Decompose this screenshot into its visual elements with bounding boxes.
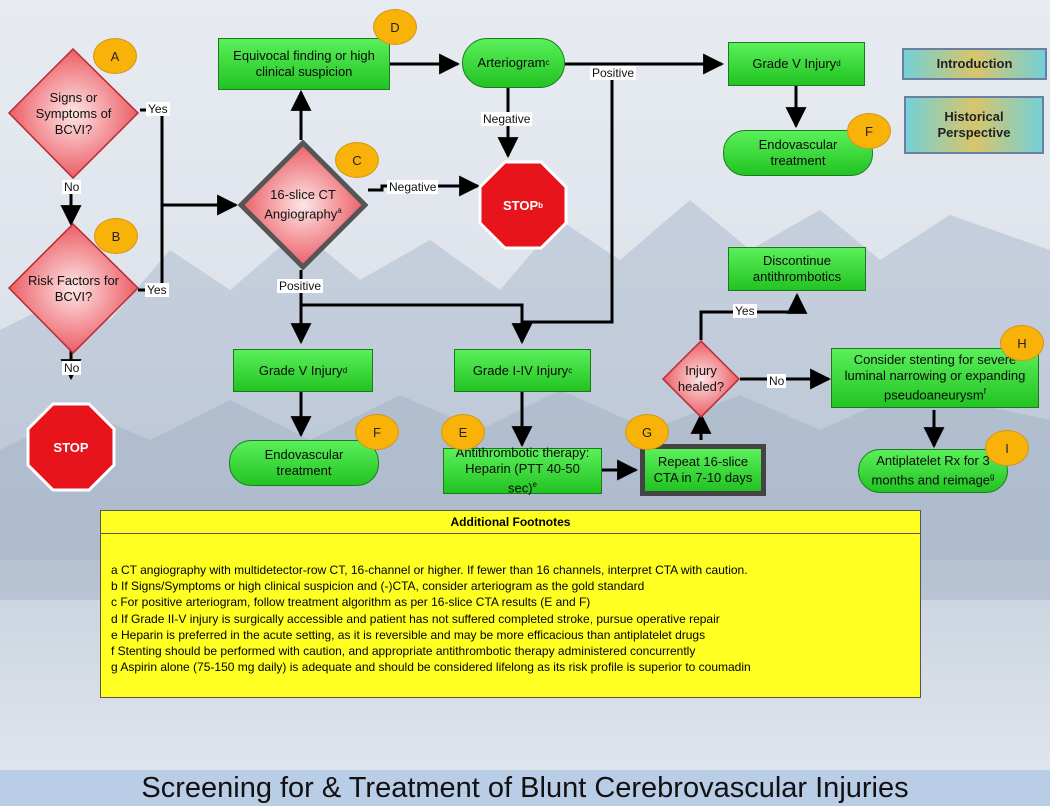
endovascular-top-box: Endovascular treatment bbox=[723, 130, 873, 176]
cta-decision: 16-slice CT Angiographya bbox=[238, 140, 368, 270]
letter-badge-i: I bbox=[985, 430, 1029, 466]
letter-badge-b: B bbox=[94, 218, 138, 254]
footnote-d: d If Grade II-V injury is surgically acc… bbox=[111, 611, 720, 626]
footnote-b: b If Signs/Symptoms or high clinical sus… bbox=[111, 579, 645, 594]
endovascular-left-box: Endovascular treatment bbox=[229, 440, 379, 486]
negative-label: Negative bbox=[481, 112, 533, 126]
equivocal-box: Equivocal finding or high clinical suspi… bbox=[218, 38, 390, 90]
footnotes-title: Additional Footnotes bbox=[101, 511, 920, 534]
risk-factors-decision: Risk Factors for BCVI? bbox=[7, 222, 140, 355]
letter-badge-h: H bbox=[1000, 325, 1044, 361]
antithrombotic-box: Antithrombotic therapy: Heparin (PTT 40-… bbox=[443, 445, 602, 496]
footnotes-list: a CT angiography with multidetector-row … bbox=[111, 562, 920, 675]
stop-sign-icon bbox=[26, 402, 116, 492]
yes-label: Yes bbox=[733, 304, 757, 318]
stop-sign: STOP bbox=[26, 402, 116, 492]
letter-badge-a: A bbox=[93, 38, 137, 74]
positive-label: Positive bbox=[590, 66, 637, 80]
diamond-shape bbox=[662, 340, 740, 418]
no-label: No bbox=[62, 361, 82, 375]
signs-symptoms-decision: Signs or Symptoms of BCVI? bbox=[7, 47, 140, 180]
letter-badge-g: G bbox=[625, 414, 669, 450]
diamond-shape bbox=[7, 222, 140, 355]
footnote-g: g Aspirin alone (75-150 mg daily) is ade… bbox=[111, 660, 751, 675]
footnote-f: f Stenting should be performed with caut… bbox=[111, 644, 696, 659]
positive-label: Positive bbox=[277, 279, 324, 293]
footnote-e: e Heparin is preferred in the acute sett… bbox=[111, 627, 706, 642]
signs-symptoms-label: Signs or Symptoms of BCVI? bbox=[35, 89, 112, 137]
letter-badge-f-left: F bbox=[355, 414, 399, 450]
stop-label: STOP bbox=[502, 197, 539, 213]
negative-label: Negative bbox=[387, 180, 439, 194]
injury-healed-decision: Injury healed? bbox=[662, 340, 740, 418]
footnote-a: a CT angiography with multidetector-row … bbox=[111, 563, 748, 577]
diamond-shape bbox=[7, 47, 140, 180]
page-title: Screening for & Treatment of Blunt Cereb… bbox=[0, 770, 1050, 806]
yes-label: Yes bbox=[146, 102, 170, 116]
yes-label: Yes bbox=[145, 283, 169, 297]
historical-perspective-button[interactable]: Historical Perspective bbox=[904, 96, 1044, 154]
letter-badge-c: C bbox=[335, 142, 379, 178]
diamond-shape bbox=[238, 140, 368, 270]
antiplatelet-box: Antiplatelet Rx for 3 months and reimage… bbox=[858, 449, 1008, 493]
stop-sign-icon bbox=[478, 160, 568, 250]
injury-healed-label: Injury healed? bbox=[677, 363, 725, 394]
footnotes-panel: Additional Footnotes a CT angiography wi… bbox=[100, 510, 921, 698]
discontinue-box: Discontinue antithrombotics bbox=[728, 247, 866, 291]
letter-badge-e: E bbox=[441, 414, 485, 450]
letter-badge-d: D bbox=[373, 9, 417, 45]
no-label: No bbox=[767, 374, 787, 388]
no-label: No bbox=[62, 180, 82, 194]
repeat-cta-box: Repeat 16-slice CTA in 7-10 days bbox=[640, 444, 766, 496]
footnote-c: c For positive arteriogram, follow treat… bbox=[111, 595, 591, 610]
stenting-box: Consider stenting for severe luminal nar… bbox=[831, 348, 1039, 408]
risk-factors-label: Risk Factors for BCVI? bbox=[27, 272, 119, 304]
introduction-button[interactable]: Introduction bbox=[902, 48, 1047, 80]
cta-label: 16-slice CT Angiographya bbox=[264, 187, 342, 222]
letter-badge-f-top: F bbox=[847, 113, 891, 149]
stop-label: STOP bbox=[53, 439, 89, 455]
